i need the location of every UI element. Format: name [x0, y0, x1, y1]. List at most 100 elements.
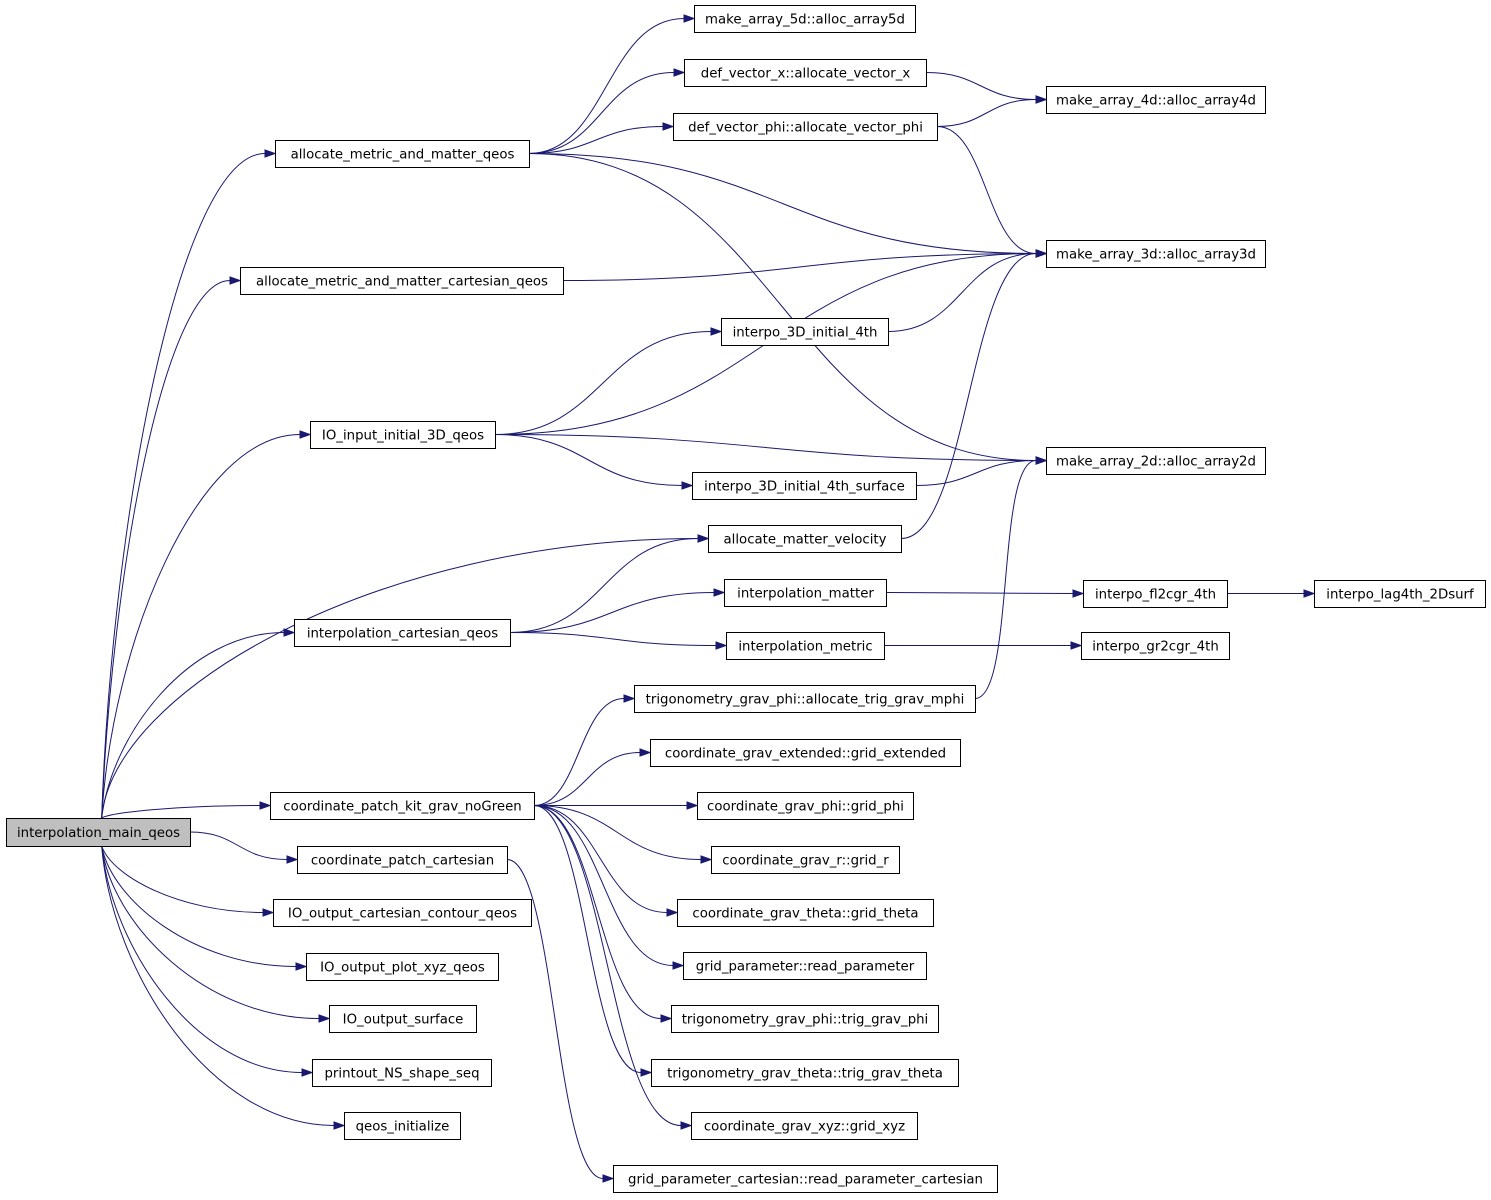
node-coordinate-grav-xyz-grid-xyz[interactable]: coordinate_grav_xyz::grid_xyz — [691, 1112, 918, 1140]
node-label: coordinate_patch_kit_grav_noGreen — [283, 800, 521, 815]
node-trigonometry-grav-phi-allocate-trig-grav-mphi[interactable]: trigonometry_grav_phi::allocate_trig_gra… — [634, 685, 976, 713]
call-nodes: interpolation_main_qeos allocate_metric_a… — [6, 5, 1486, 1193]
arrowhead-icon — [262, 908, 275, 917]
edge-line — [528, 18, 685, 154]
edge-line — [506, 859, 604, 1179]
node-label: interpo_lag4th_2Dsurf — [1326, 588, 1474, 603]
node-io-output-surface[interactable]: IO_output_surface — [329, 1005, 477, 1033]
node-make-array-2d-alloc-array2d[interactable]: make_array_2d::alloc_array2d — [1046, 447, 1266, 475]
arrowhead-icon — [715, 641, 728, 650]
node-box — [692, 472, 917, 500]
node-box — [651, 1059, 959, 1087]
node-box — [650, 739, 961, 767]
node-box — [306, 953, 499, 981]
edge-line — [533, 805, 682, 1126]
call-edge-cpk-to-cgx — [533, 805, 693, 1130]
node-coordinate-grav-r-grid-r[interactable]: coordinate_grav_r::grid_r — [711, 846, 900, 874]
arrowhead-icon — [229, 276, 242, 285]
node-interpolation-cartesian-qeos[interactable]: interpolation_cartesian_qeos — [294, 619, 511, 647]
node-coordinate-patch-cartesian[interactable]: coordinate_patch_cartesian — [297, 846, 508, 874]
node-label: make_array_3d::alloc_array3d — [1056, 248, 1256, 263]
node-allocate-metric-and-matter-qeos[interactable]: allocate_metric_and_matter_qeos — [275, 140, 530, 168]
node-make-array-5d-alloc-array5d[interactable]: make_array_5d::alloc_array5d — [694, 5, 916, 33]
node-interpo-3d-initial-4th-surface[interactable]: interpo_3D_initial_4th_surface — [692, 472, 917, 500]
call-edge-amv-to-a3 — [900, 249, 1048, 539]
node-label: interpo_gr2cgr_4th — [1092, 640, 1219, 655]
node-box — [297, 846, 508, 874]
node-label: coordinate_grav_phi::grid_phi — [707, 800, 904, 815]
arrowhead-icon — [710, 327, 723, 336]
node-grid-parameter-read-parameter[interactable]: grid_parameter::read_parameter — [683, 952, 927, 980]
node-allocate-matter-velocity[interactable]: allocate_matter_velocity — [708, 525, 902, 553]
node-interpolation-metric[interactable]: interpolation_metric — [726, 632, 885, 660]
edge-line — [101, 805, 261, 819]
arrowhead-icon — [602, 1174, 615, 1183]
node-interpolation-matter[interactable]: interpolation_matter — [724, 579, 887, 607]
edge-line — [101, 845, 303, 1073]
node-label: make_array_4d::alloc_array4d — [1056, 94, 1256, 109]
edge-line — [528, 153, 1037, 461]
arrowhead-icon — [259, 801, 272, 810]
edge-line — [915, 460, 1037, 486]
node-interpo-3d-initial-4th[interactable]: interpo_3D_initial_4th — [721, 318, 889, 346]
call-edge-cpk-to-tgp — [533, 805, 673, 1023]
arrowhead-icon — [700, 855, 713, 864]
node-interpo-lag4th-2dsurf[interactable]: interpo_lag4th_2Dsurf — [1314, 580, 1486, 608]
node-coordinate-grav-theta-grid-theta[interactable]: coordinate_grav_theta::grid_theta — [677, 899, 934, 927]
node-io-input-initial-3d-qeos[interactable]: IO_input_initial_3D_qeos — [310, 421, 496, 449]
node-box — [683, 952, 927, 980]
call-edge-cpk-to-grp — [533, 805, 685, 970]
node-label: interpo_3D_initial_4th_surface — [704, 480, 905, 495]
node-printout-ns-shape-seq[interactable]: printout_NS_shape_seq — [312, 1059, 492, 1087]
node-box — [1046, 447, 1266, 475]
node-box — [294, 619, 511, 647]
node-label: make_array_2d::alloc_array2d — [1056, 455, 1256, 470]
arrowhead-icon — [686, 801, 699, 810]
node-trigonometry-grav-theta-trig-grav-theta[interactable]: trigonometry_grav_theta::trig_grav_theta — [651, 1059, 959, 1087]
node-label: interpolation_cartesian_qeos — [307, 627, 498, 642]
node-grid-parameter-cartesian-read-parameter-cartesian[interactable]: grid_parameter_cartesian::read_parameter… — [613, 1165, 998, 1193]
node-trigonometry-grav-phi-trig-grav-phi[interactable]: trigonometry_grav_phi::trig_grav_phi — [671, 1005, 939, 1033]
node-label: coordinate_patch_cartesian — [311, 854, 494, 869]
node-make-array-4d-alloc-array4d[interactable]: make_array_4d::alloc_array4d — [1046, 86, 1266, 114]
edge-line — [900, 253, 1037, 539]
call-edge-amm-to-dvx — [528, 68, 686, 154]
node-allocate-metric-and-matter-cartesian-qeos[interactable]: allocate_metric_and_matter_cartesian_qeo… — [240, 267, 564, 295]
node-io-output-cartesian-contour-qeos[interactable]: IO_output_cartesian_contour_qeos — [273, 899, 532, 927]
call-edge-icq-to-im — [509, 588, 726, 633]
edge-line — [509, 538, 699, 633]
node-box — [691, 1112, 918, 1140]
call-edge-ioin-to-a2 — [494, 434, 1048, 465]
node-label: make_array_5d::alloc_array5d — [705, 13, 905, 28]
node-qeos-initialize[interactable]: qeos_initialize — [344, 1112, 461, 1140]
edge-line — [936, 99, 1037, 127]
arrowhead-icon — [672, 961, 685, 970]
node-label: coordinate_grav_theta::grid_theta — [692, 907, 918, 922]
node-coordinate-grav-extended-grid-extended[interactable]: coordinate_grav_extended::grid_extended — [650, 739, 961, 767]
node-label: coordinate_grav_xyz::grid_xyz — [704, 1120, 905, 1135]
edge-line — [189, 831, 288, 860]
node-label: IO_output_plot_xyz_qeos — [320, 961, 485, 976]
node-make-array-3d-alloc-array3d[interactable]: make_array_3d::alloc_array3d — [1046, 240, 1266, 268]
node-coordinate-grav-phi-grid-phi[interactable]: coordinate_grav_phi::grid_phi — [697, 792, 914, 820]
node-def-vector-x-allocate-vector-x[interactable]: def_vector_x::allocate_vector_x — [684, 59, 927, 87]
call-edge-root-to-cpk — [101, 801, 272, 819]
node-io-output-plot-xyz-qeos[interactable]: IO_output_plot_xyz_qeos — [306, 953, 499, 981]
call-edge-cpc-to-gpc — [506, 859, 615, 1183]
call-edge-icq-to-imet — [509, 632, 728, 650]
node-interpolation-main-qeos[interactable]: interpolation_main_qeos — [6, 818, 191, 847]
arrowhead-icon — [301, 1068, 314, 1077]
node-def-vector-phi-allocate-vector-phi[interactable]: def_vector_phi::allocate_vector_phi — [673, 113, 938, 141]
edge-line — [528, 72, 675, 154]
node-interpo-fl2cgr-4th[interactable]: interpo_fl2cgr_4th — [1083, 580, 1228, 608]
node-label: IO_output_cartesian_contour_qeos — [288, 907, 517, 922]
node-label: trigonometry_grav_phi::allocate_trig_gra… — [646, 693, 965, 708]
call-edge-amm-to-a2 — [528, 153, 1048, 465]
arrowhead-icon — [623, 694, 636, 703]
call-edge-cpk-to-cge — [533, 748, 652, 806]
arrowhead-icon — [640, 1068, 653, 1077]
edge-line — [101, 845, 320, 1019]
node-box — [344, 1112, 461, 1140]
node-interpo-gr2cgr-4th[interactable]: interpo_gr2cgr_4th — [1081, 632, 1230, 660]
node-coordinate-patch-kit-grav-nogreen[interactable]: coordinate_patch_kit_grav_noGreen — [270, 792, 535, 820]
